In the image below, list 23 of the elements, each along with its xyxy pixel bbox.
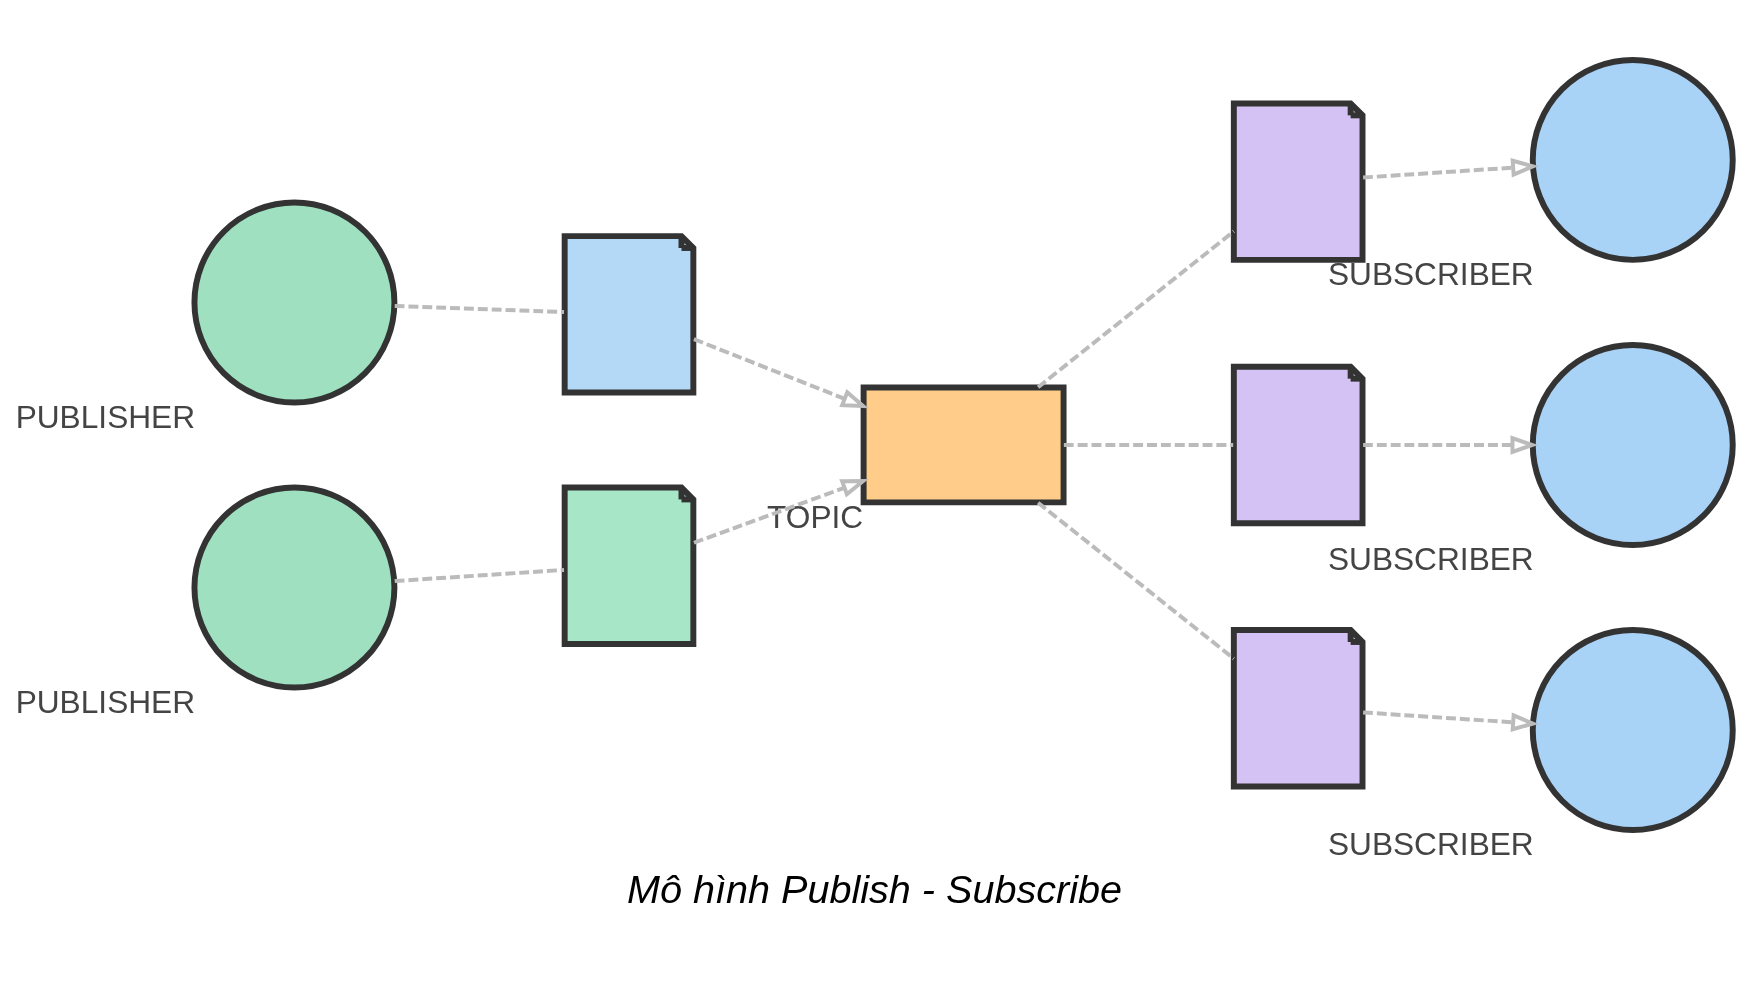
node-label: TOPIC bbox=[767, 498, 864, 535]
connector bbox=[1063, 442, 1234, 447]
arrow bbox=[693, 478, 869, 545]
node-circle bbox=[1529, 626, 1736, 833]
node-label: SUBSCRIBER bbox=[1327, 255, 1534, 292]
connector bbox=[394, 303, 565, 314]
node-label: SUBSCRIBER bbox=[1327, 825, 1534, 862]
arrow bbox=[1363, 434, 1539, 455]
connector bbox=[1036, 500, 1236, 660]
arrow bbox=[1362, 709, 1539, 732]
caption: Mô hình Publish - Subscribe bbox=[627, 866, 1123, 911]
node-circle bbox=[191, 199, 398, 405]
arrow bbox=[693, 336, 869, 408]
node-box bbox=[860, 384, 1067, 505]
connector bbox=[394, 567, 565, 583]
node-circle bbox=[1529, 56, 1736, 263]
connector bbox=[1036, 229, 1236, 389]
node-circle bbox=[1529, 341, 1736, 548]
node-circle bbox=[191, 484, 398, 690]
node-label: PUBLISHER bbox=[15, 683, 196, 720]
node-label: SUBSCRIBER bbox=[1327, 540, 1534, 577]
arrow bbox=[1362, 157, 1539, 179]
node-label: PUBLISHER bbox=[15, 398, 196, 435]
